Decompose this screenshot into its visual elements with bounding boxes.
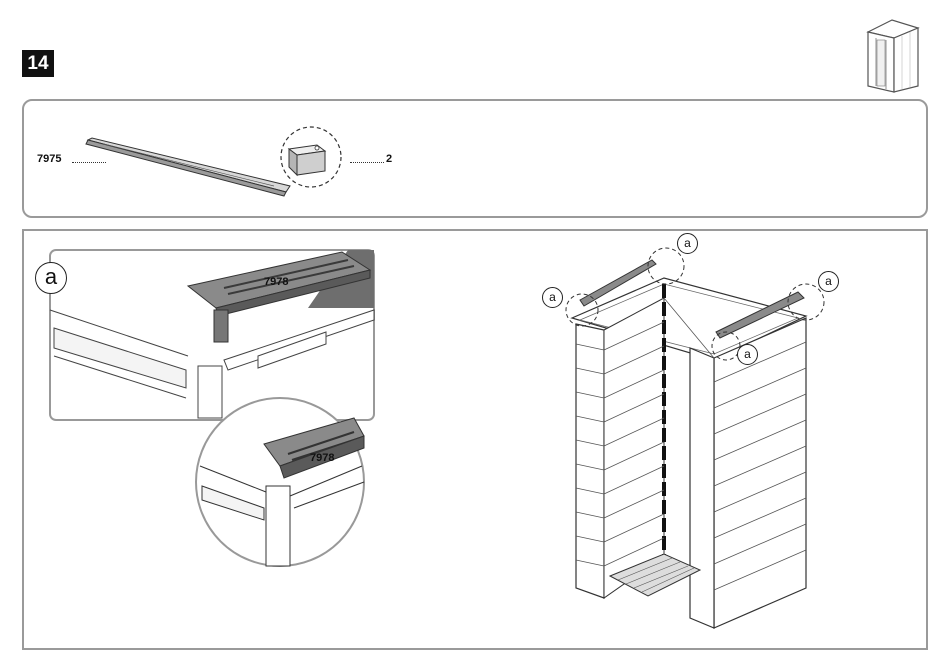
part-quantity-label: 2 — [386, 153, 392, 165]
zoom-detail-circle — [194, 396, 366, 568]
shed-frame-overview — [560, 236, 860, 636]
callout-a-circle: a — [35, 262, 67, 294]
step-number-badge: 14 — [22, 50, 54, 77]
rail-code-label-zoom: 7978 — [310, 452, 334, 464]
shed-thumbnail-icon — [862, 16, 922, 96]
leader-dots — [350, 162, 384, 163]
part-code-label: 7975 — [37, 153, 61, 165]
callout-a-label: a — [542, 287, 563, 308]
rail-part-illustration — [84, 136, 294, 198]
callout-a-label: a — [818, 271, 839, 292]
callout-a-label: a — [677, 233, 698, 254]
rail-code-label: 7978 — [264, 276, 288, 288]
callout-a-label: a — [737, 344, 758, 365]
bracket-part-zoom — [277, 127, 347, 187]
